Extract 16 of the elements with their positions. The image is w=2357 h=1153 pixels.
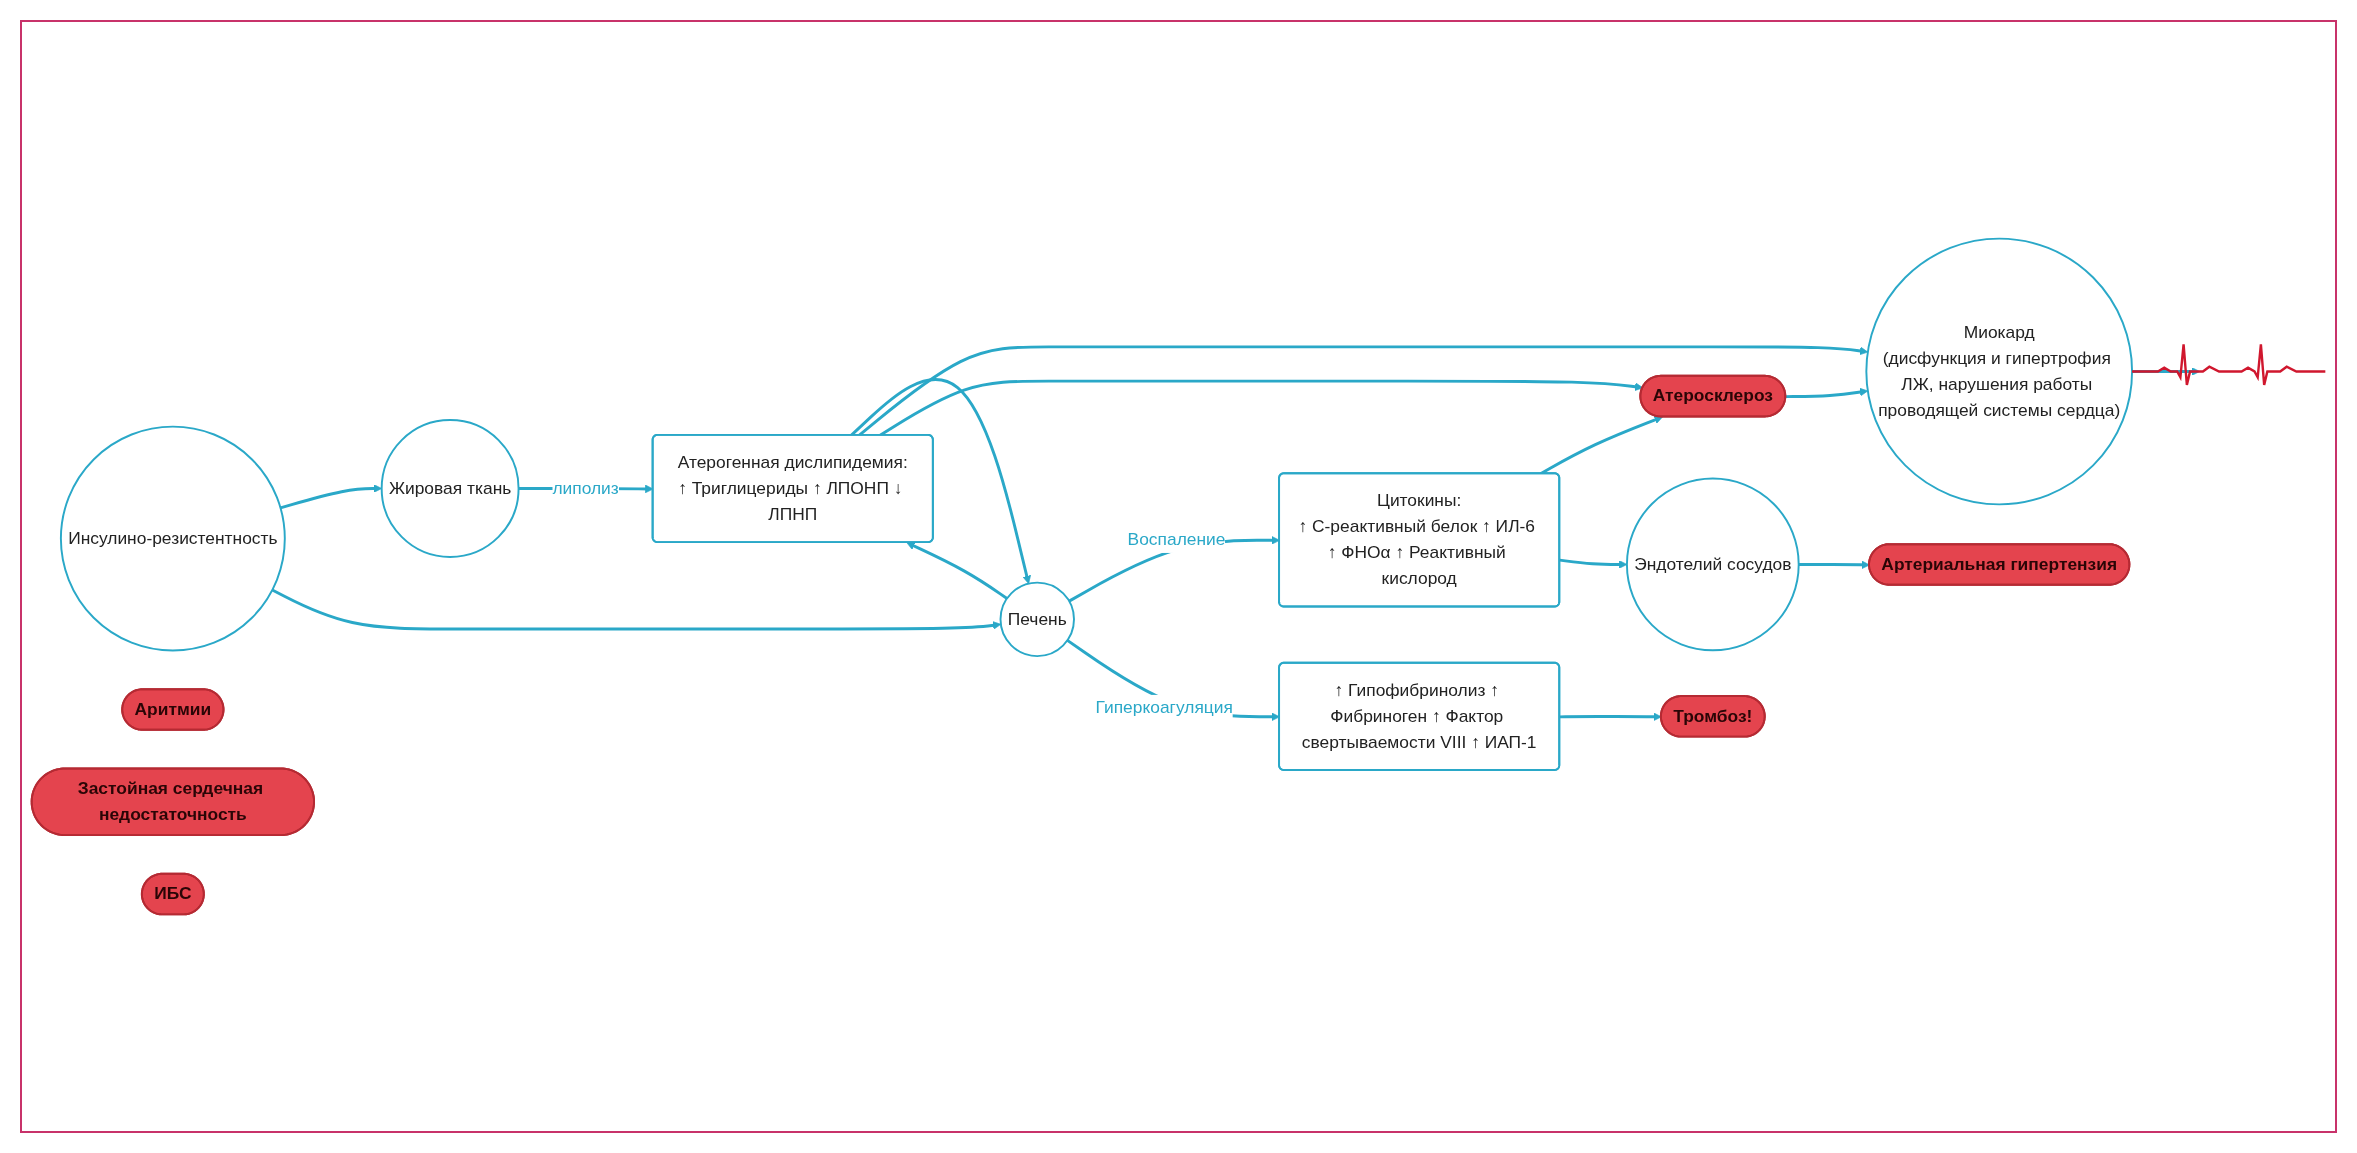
arrow: [1066, 639, 1280, 722]
arrow: [271, 588, 1002, 631]
node-circle: Жировая ткань: [380, 419, 520, 558]
arrow: [1539, 415, 1663, 475]
node-circle: Миокард (дисфункция и гипертрофия ЛЖ, нарушения работы проводящей системы сердца): [1865, 237, 2134, 506]
edge-label: Воспаление: [1127, 529, 1226, 550]
node-circle: Эндотелий сосудов: [1625, 477, 1800, 652]
edge-label: липолиз: [552, 478, 619, 498]
arrow: [1798, 560, 1870, 570]
node-circle: Печень: [999, 581, 1075, 658]
arrow: [906, 542, 1008, 600]
edge-label: Гиперкоагуляция: [1095, 697, 1233, 717]
arrow: [1785, 387, 1869, 399]
arrow: [1559, 558, 1628, 569]
arrow: [850, 378, 1031, 584]
node-circle: Инсулино-резистентность: [59, 425, 286, 652]
